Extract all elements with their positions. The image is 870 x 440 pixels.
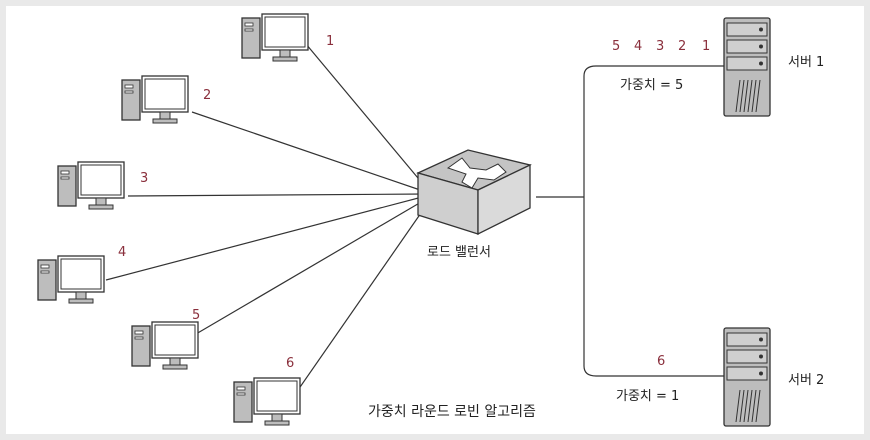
client-computer-4 [37, 255, 105, 304]
server-1-queue-item: 4 [634, 39, 642, 54]
wire-client-5 [195, 197, 429, 335]
wire-to-server-2 [583, 197, 724, 377]
client-computer-6 [233, 377, 301, 426]
wire-client-3 [127, 193, 427, 197]
server-1-queue-item: 5 [612, 39, 620, 54]
client-computer-3 [57, 161, 125, 210]
diagram-caption: 가중치 라운드 로빈 알고리즘 [368, 404, 536, 420]
client-computer-2 [121, 75, 189, 124]
server-2-weight-label: 가중치 = 1 [616, 389, 679, 404]
client-label-6: 6 [286, 356, 294, 371]
client-label-4: 4 [118, 245, 126, 260]
wire-client-4 [105, 195, 427, 281]
client-label-1: 1 [326, 34, 334, 49]
server-1-weight-label: 가중치 = 5 [620, 78, 683, 93]
server-1-icon [723, 17, 771, 117]
wire-client-1 [305, 43, 429, 191]
wire-to-server-1 [583, 65, 724, 197]
server-wires [536, 65, 724, 377]
server-1-queue-item: 2 [678, 39, 686, 54]
client-computer-5 [131, 321, 199, 370]
load-balancer-icon [416, 149, 532, 236]
client-wires [105, 43, 431, 391]
server-2-icon [723, 327, 771, 427]
diagram-frame: 1 2 3 4 5 6 로드 밸런서 서버 1 서버 2 5 4 3 2 1 6… [6, 6, 864, 434]
server-1-name: 서버 1 [788, 55, 824, 70]
server-1-queue-item: 1 [702, 39, 710, 54]
server-2-name: 서버 2 [788, 373, 824, 388]
server-2-queue-item: 6 [657, 354, 665, 369]
server-1-queue-item: 3 [656, 39, 664, 54]
client-label-3: 3 [140, 171, 148, 186]
weighted-round-robin-diagram: 1 2 3 4 5 6 로드 밸런서 서버 1 서버 2 5 4 3 2 1 6… [37, 13, 824, 427]
client-computer-1 [241, 13, 309, 62]
load-balancer-label: 로드 밸런서 [427, 245, 491, 260]
client-label-2: 2 [203, 88, 211, 103]
wire-client-2 [191, 111, 427, 193]
wire-client-6 [297, 199, 431, 391]
client-label-5: 5 [192, 308, 200, 323]
